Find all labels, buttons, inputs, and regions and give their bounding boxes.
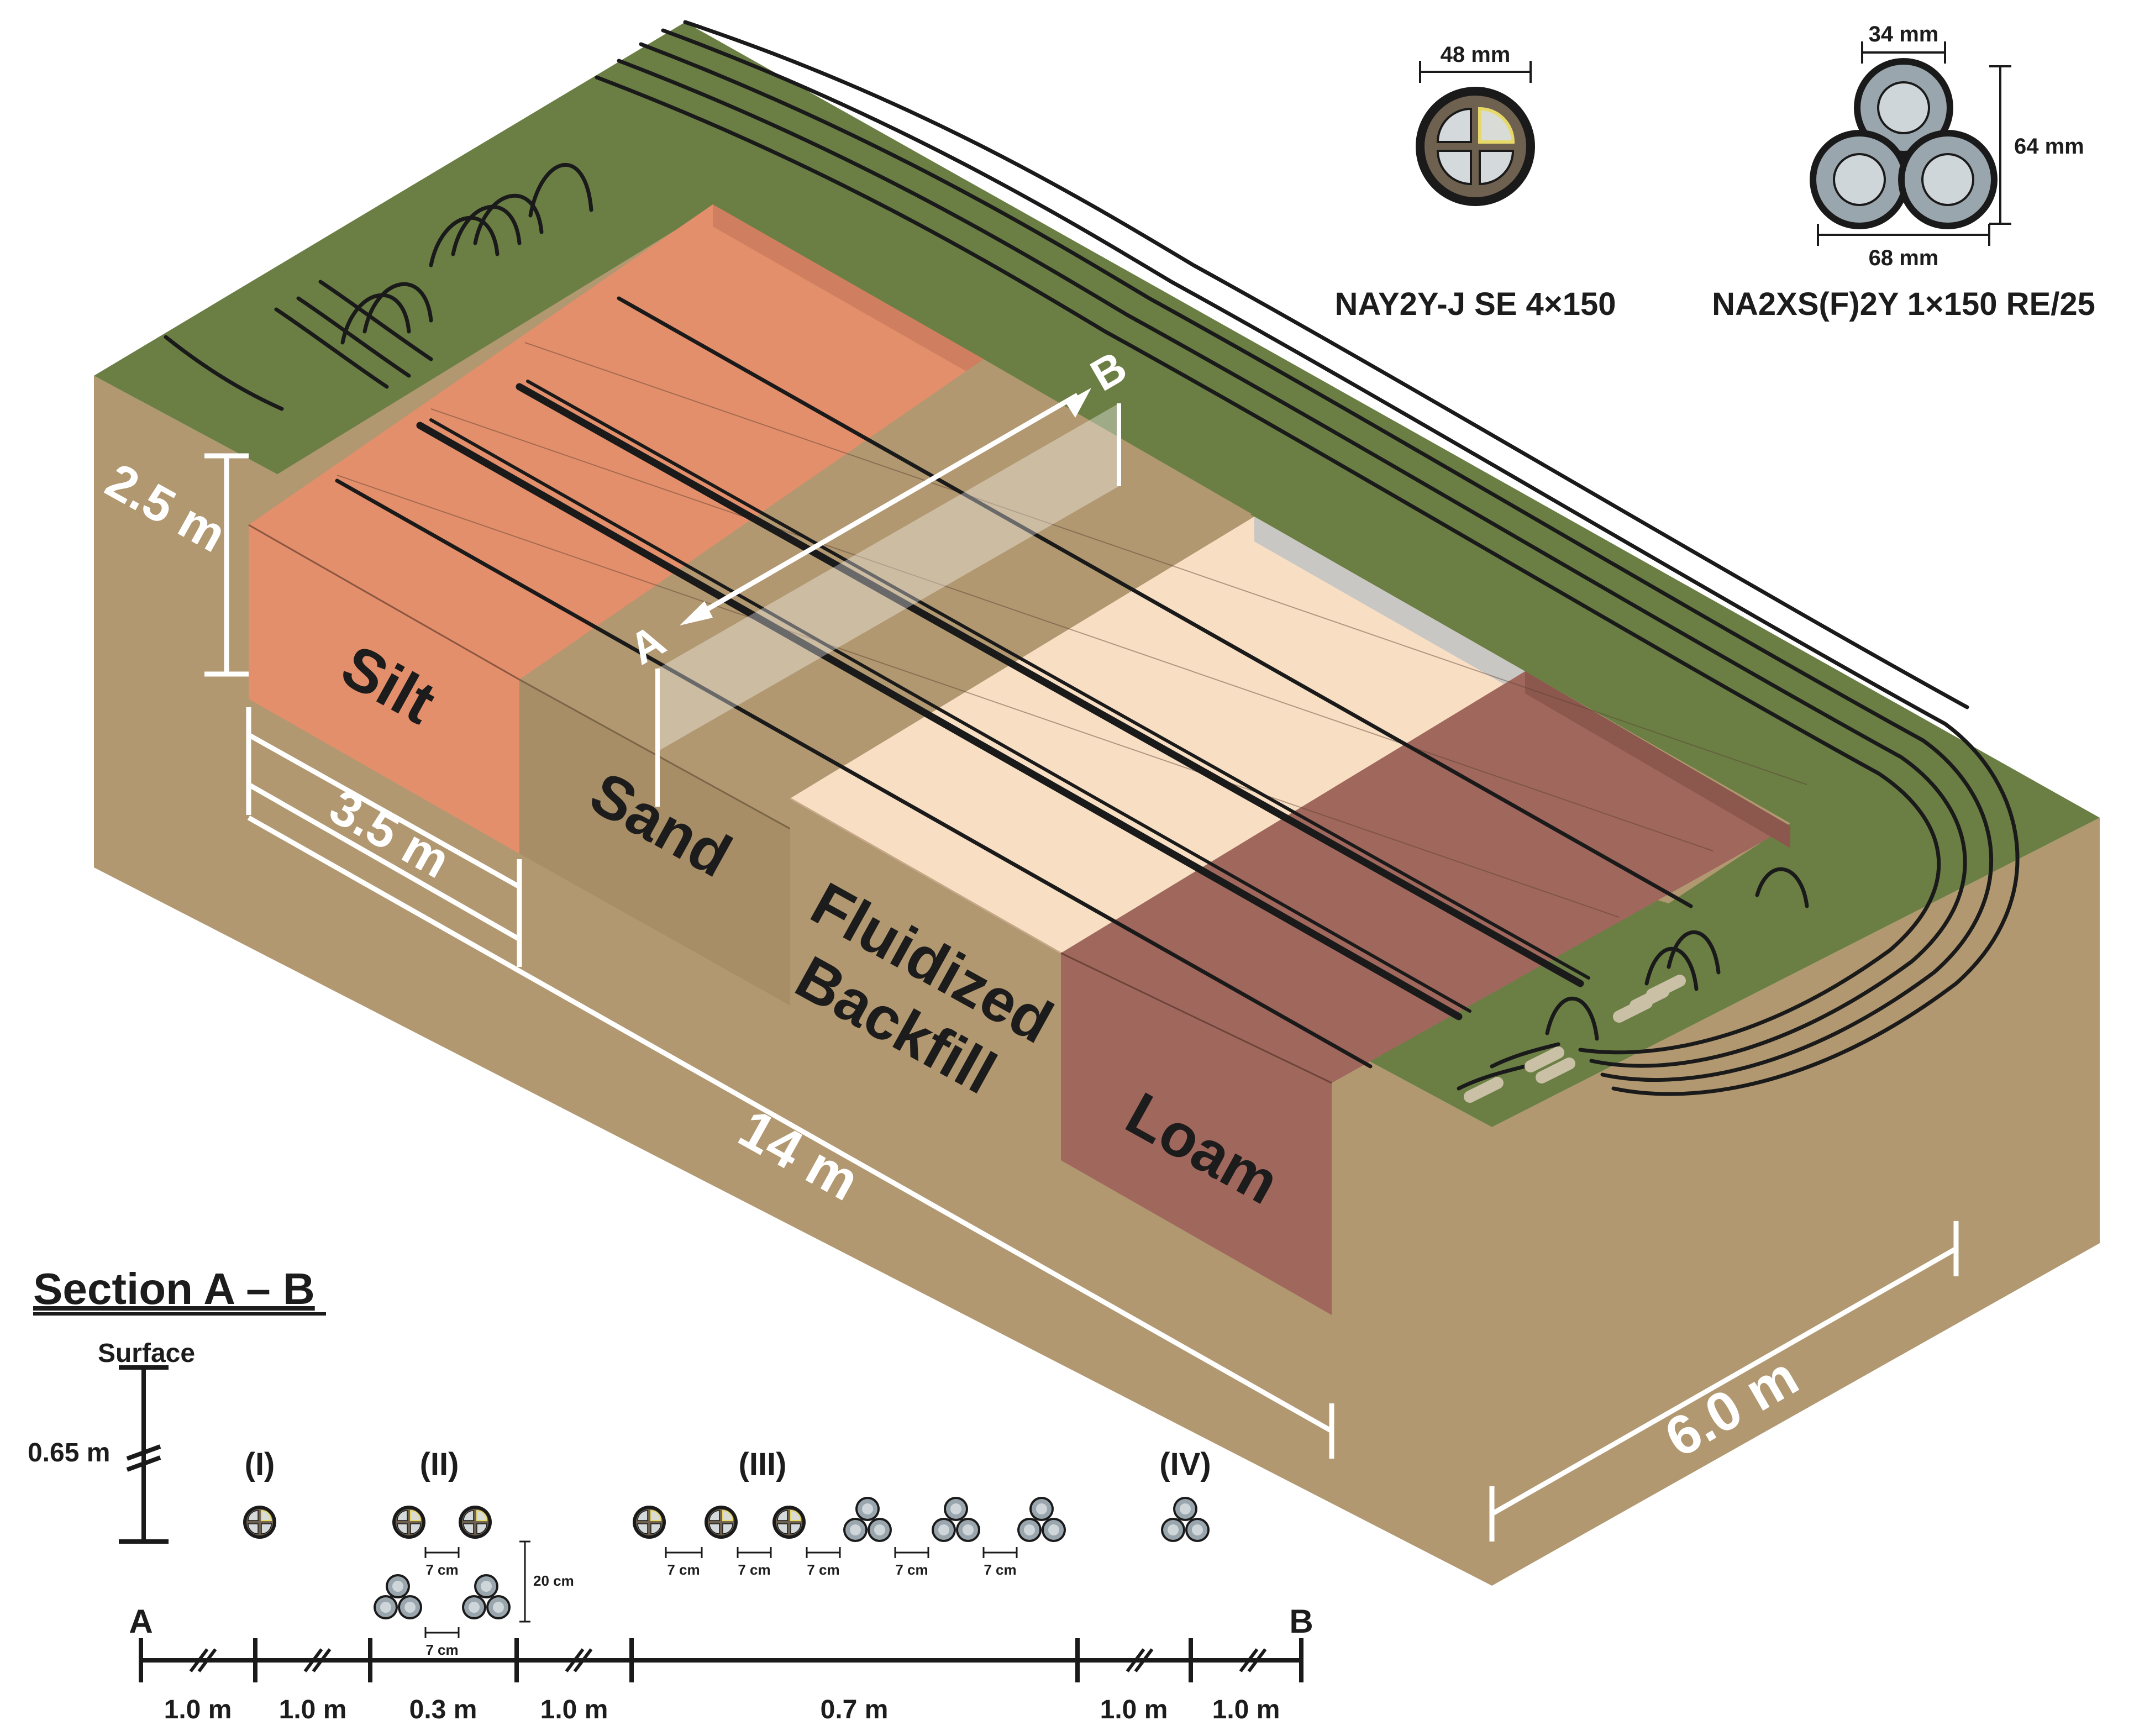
scale-breaks: [189, 1648, 1267, 1672]
section-title: Section A – B: [33, 1264, 315, 1313]
baseline-point-b: B: [1289, 1603, 1313, 1640]
distance-label: 0.7 m: [821, 1695, 889, 1724]
distance-label: 0.3 m: [409, 1695, 477, 1724]
cable-diameter-label: 48 mm: [1441, 43, 1511, 67]
cable-4core: [768, 1501, 810, 1543]
group-label-3: (III): [739, 1446, 787, 1482]
baseline-point-a: A: [129, 1603, 153, 1640]
spacing-label: 7 cm: [738, 1561, 770, 1578]
soil-loam: [1060, 671, 1790, 1315]
group-label-1: (I): [245, 1446, 275, 1482]
trench-right-step: [1332, 1050, 1492, 1403]
cable-trefoil: [1017, 1497, 1066, 1542]
cable-cross-section-trefoil: [1810, 58, 1998, 229]
section-plane: [658, 403, 1119, 751]
section-arrow[interactable]: [680, 388, 1091, 625]
cable-trefoil: [932, 1497, 980, 1542]
cable-4core: [454, 1501, 496, 1543]
spacing-label: 7 cm: [895, 1561, 928, 1578]
cable-cross-section-4core: [1416, 87, 1535, 206]
dim-side: [1489, 1221, 1959, 1542]
depth-label: 0.65 m: [28, 1438, 110, 1467]
block-side-face: [1492, 818, 2100, 1586]
cable-height-label: 64 mm: [2014, 134, 2084, 159]
cable-4core: [239, 1501, 281, 1543]
spacing-label: 7 cm: [807, 1561, 839, 1578]
distance-label: 1.0 m: [164, 1695, 232, 1724]
spacing-label: 7 cm: [984, 1561, 1016, 1578]
surface-label: Surface: [98, 1339, 195, 1368]
surface-cable-loops: [164, 163, 1809, 1091]
cable-trefoil: [462, 1574, 511, 1619]
group-label-4: (IV): [1159, 1446, 1211, 1482]
cable-legend-na2xs: 34 mm 68 mm 64 mm NA2XS(F)2Y 1×150 RE/25: [1712, 22, 2095, 322]
distance-label: 1.0 m: [1100, 1695, 1168, 1724]
dim-width: [246, 707, 522, 967]
group-label-2: (II): [420, 1446, 459, 1482]
depth-marker: [119, 1365, 169, 1544]
test-field-block: A B Silt Sand Fluidized Backfill Loam 2.…: [94, 20, 2100, 1586]
spacing-label: 7 cm: [425, 1561, 458, 1578]
distance-label: 1.0 m: [540, 1695, 608, 1724]
spacing-label: 7 cm: [667, 1561, 700, 1578]
cable-name-na2xs: NA2XS(F)2Y 1×150 RE/25: [1712, 286, 2095, 322]
spacing-label: 7 cm: [425, 1642, 458, 1658]
distance-label: 1.0 m: [1212, 1695, 1280, 1724]
cable-4core: [388, 1501, 430, 1543]
cable-trefoil: [1161, 1497, 1210, 1542]
cable-name-nay2y: NAY2Y-J SE 4×150: [1335, 286, 1616, 322]
dim-length: [247, 816, 1334, 1459]
cable-4core: [628, 1501, 670, 1543]
cable-4core: [700, 1501, 742, 1543]
surface-cable-bundle: [595, 20, 2020, 1096]
cable-trefoil: [843, 1497, 892, 1542]
buried-cables: [335, 296, 1693, 1069]
distance-label: 1.0 m: [279, 1695, 347, 1724]
section-baseline: [139, 1638, 1303, 1682]
cable-end-caps: [1464, 975, 1686, 1103]
cable-legend-nay2y: 48 mm NAY2Y-J SE 4×150: [1335, 43, 1616, 322]
trench-strip-dividers: [337, 342, 1807, 918]
cable-trefoil: [374, 1574, 422, 1619]
section-plane-outline: [655, 403, 1121, 807]
cable-width-label: 68 mm: [1869, 246, 1939, 270]
dim-depth: [204, 453, 249, 677]
section-ab-panel: Section A – B Surface 0.65 m (I) (II) (I…: [28, 1264, 1313, 1724]
cable-conductor-label: 34 mm: [1869, 22, 1939, 46]
vertical-spacing-label: 20 cm: [533, 1572, 574, 1589]
